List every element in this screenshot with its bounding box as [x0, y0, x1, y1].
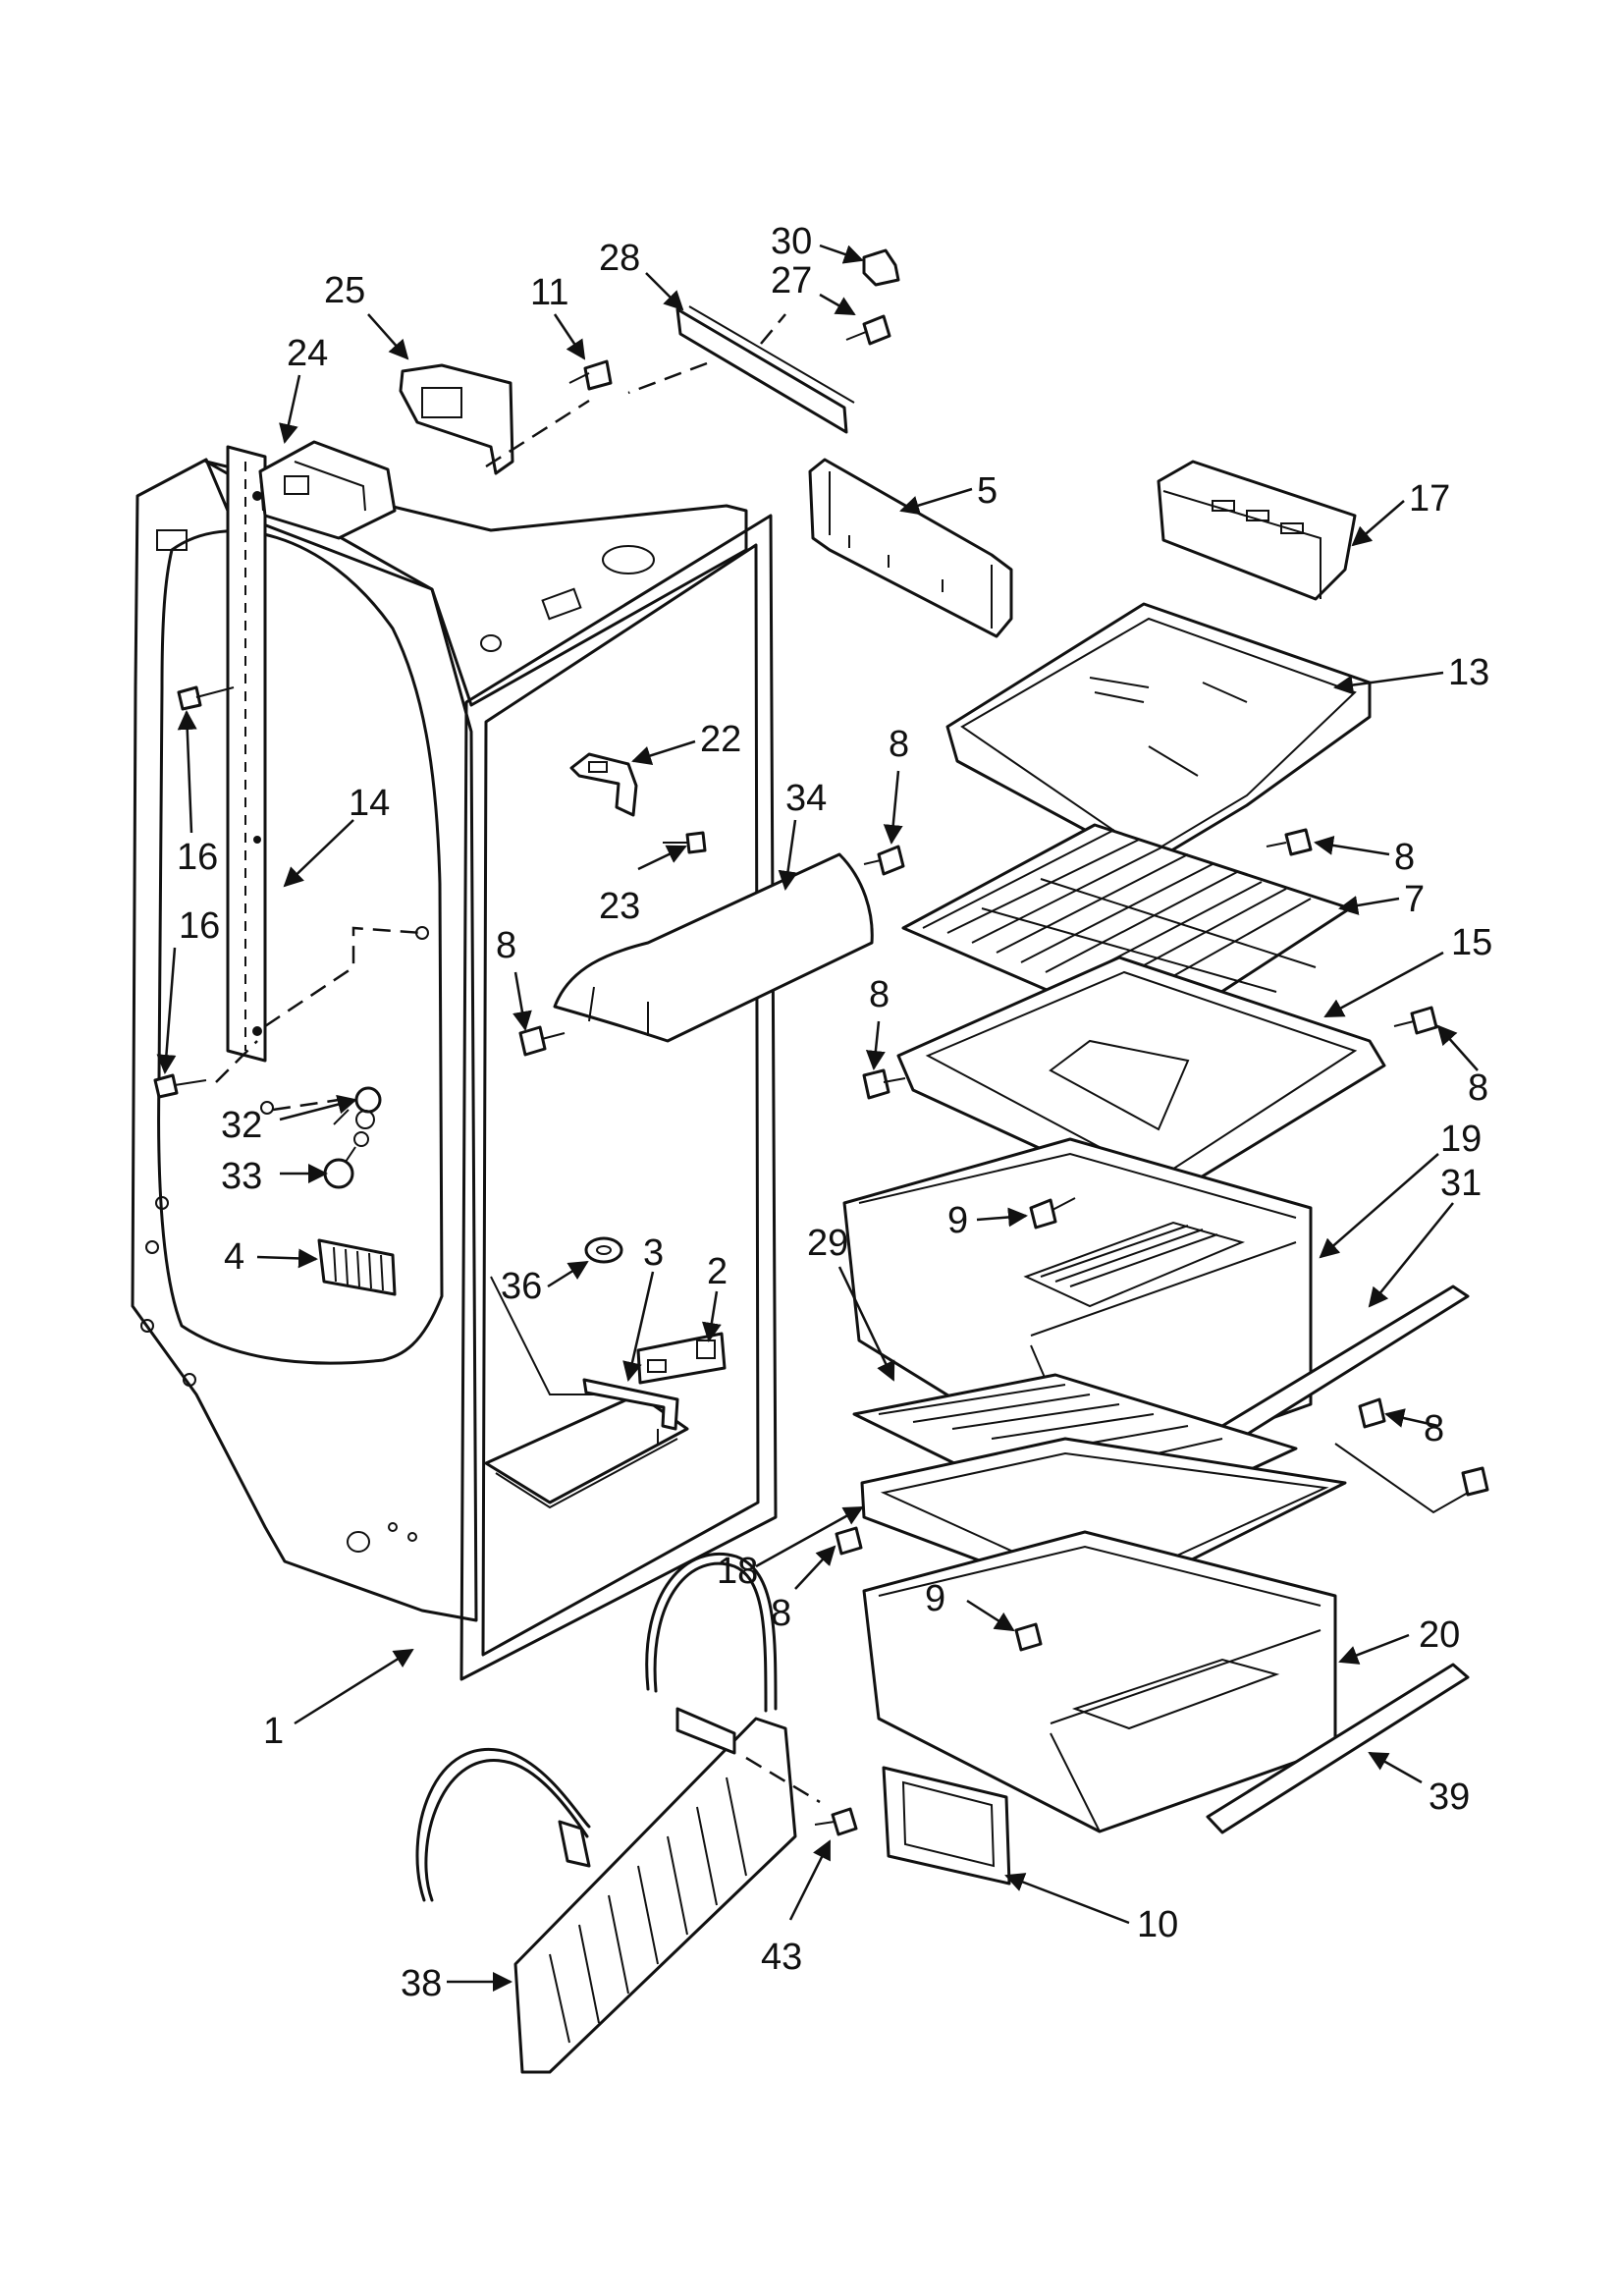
- callout-11: 11: [530, 272, 568, 313]
- wire-shelf-part-7: [901, 823, 1352, 1038]
- callout-8b: 8: [1394, 837, 1415, 878]
- callout-15: 15: [1451, 922, 1492, 963]
- callout-16b: 16: [179, 905, 220, 947]
- lamp-socket-part-32: [260, 1086, 382, 1147]
- callout-2: 2: [707, 1251, 728, 1292]
- screw-part-8-lower-left: [835, 1526, 863, 1556]
- vertical-rail-part-14: [226, 445, 267, 1063]
- air-duct-part-5: [808, 458, 1013, 638]
- callout-34: 34: [785, 778, 827, 819]
- callout-9a: 9: [947, 1200, 968, 1241]
- callout-8g: 8: [771, 1593, 791, 1634]
- crisper-frame-part-15: [896, 956, 1386, 1205]
- callout-17: 17: [1409, 478, 1450, 519]
- callout-31: 31: [1440, 1163, 1482, 1204]
- screw-part-8-right-upper: [1266, 828, 1313, 856]
- grommet-part-36: [584, 1236, 623, 1264]
- callout-18: 18: [717, 1551, 758, 1592]
- callout-25: 25: [324, 270, 365, 311]
- callout-5: 5: [977, 470, 998, 512]
- callout-13: 13: [1448, 652, 1489, 693]
- screw-part-23: [663, 831, 707, 854]
- callout-9b: 9: [925, 1578, 945, 1619]
- callout-16a: 16: [177, 837, 218, 878]
- fastener-part-9-upper: [1029, 1197, 1076, 1230]
- callout-4: 4: [224, 1236, 244, 1278]
- screw-part-16-lower: [153, 1073, 207, 1099]
- screw-part-16-upper: [177, 685, 235, 711]
- bracket-part-2: [636, 1332, 727, 1385]
- bracket-part-3: [582, 1378, 679, 1444]
- callout-29: 29: [807, 1223, 848, 1264]
- callout-8c: 8: [496, 925, 516, 966]
- grille-part-4: [317, 1238, 397, 1296]
- callout-19: 19: [1440, 1119, 1482, 1160]
- screw-part-8-mid: [862, 1068, 906, 1100]
- control-housing-part-24: [258, 440, 397, 540]
- callout-8f: 8: [1424, 1408, 1444, 1449]
- screw-part-11: [568, 359, 613, 391]
- callout-1: 1: [263, 1711, 284, 1752]
- screw-part-43: [814, 1807, 858, 1836]
- strip-part-39: [1206, 1663, 1470, 1834]
- bracket-part-22: [569, 752, 638, 817]
- callout-22: 22: [700, 719, 741, 760]
- callout-8e: 8: [1468, 1067, 1488, 1109]
- callout-23: 23: [599, 886, 640, 927]
- callout-14: 14: [349, 783, 390, 824]
- callout-8a: 8: [889, 724, 909, 765]
- callout-32: 32: [221, 1105, 262, 1146]
- callout-43: 43: [761, 1937, 802, 1978]
- callout-28: 28: [599, 238, 640, 279]
- screw-part-27: [845, 314, 891, 346]
- rail-part-28: [675, 305, 855, 434]
- callout-33: 33: [221, 1156, 262, 1197]
- callout-27: 27: [771, 260, 812, 301]
- leader-lines: [156, 244, 1479, 1992]
- clip-part-30: [862, 248, 900, 287]
- callout-10: 10: [1137, 1904, 1178, 1945]
- screw-part-8-left: [518, 1025, 566, 1057]
- callout-labels: 1 2 3 4 5 7 8 8 8 8 8 8 8 9 9 10 11 13 1…: [177, 221, 1492, 2004]
- callout-24: 24: [287, 333, 328, 374]
- callout-39: 39: [1429, 1777, 1470, 1818]
- glass-shelf-part-13: [945, 602, 1372, 866]
- callout-3: 3: [643, 1232, 664, 1274]
- screw-part-8-right-mid: [1393, 1006, 1438, 1035]
- screw-part-8-right-lower: [1334, 1397, 1489, 1514]
- light-bulb-part-33: [323, 1146, 356, 1189]
- door-bin-part-17: [1157, 460, 1357, 601]
- cover-part-34: [553, 852, 874, 1043]
- callout-8d: 8: [869, 974, 890, 1015]
- drain-heater-part-38: [415, 1552, 797, 2074]
- callout-7: 7: [1404, 879, 1425, 920]
- bracket-part-25: [399, 363, 514, 475]
- fastener-part-9-lower: [1014, 1622, 1043, 1652]
- callout-36: 36: [501, 1266, 542, 1307]
- callout-38: 38: [401, 1963, 442, 2004]
- callout-30: 30: [771, 221, 812, 262]
- screw-part-8-upper: [863, 845, 905, 876]
- callout-20: 20: [1419, 1614, 1460, 1656]
- cover-part-10: [882, 1766, 1011, 1886]
